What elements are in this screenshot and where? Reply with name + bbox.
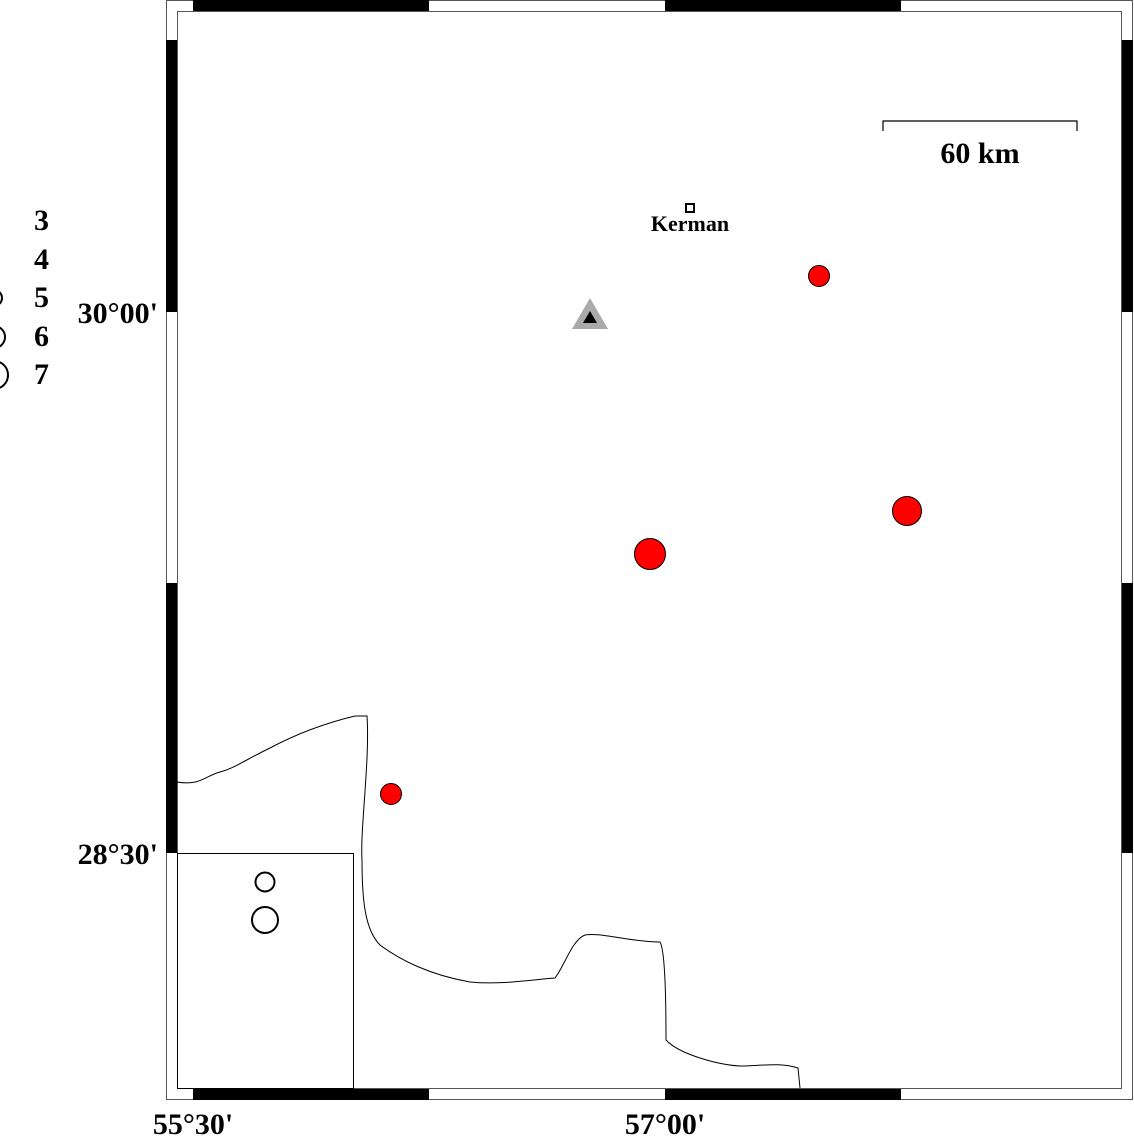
city-square-icon bbox=[685, 203, 695, 213]
map-frame bbox=[166, 0, 1133, 1100]
legend-mag-6: 6 bbox=[34, 320, 49, 353]
x-tick-label: 57°00' bbox=[625, 1108, 705, 1138]
city-label: Kerman bbox=[651, 211, 729, 236]
province-boundary bbox=[176, 715, 801, 1089]
legend-mag-7: 7 bbox=[34, 358, 49, 391]
scale-bar-label: 60 km bbox=[940, 137, 1019, 170]
inset-legend-circle-icon bbox=[254, 871, 276, 893]
earthquake-event[interactable] bbox=[892, 496, 922, 526]
station-inner-triangle-icon bbox=[583, 311, 597, 323]
x-tick-label: 55°30' bbox=[153, 1108, 233, 1138]
earthquake-event[interactable] bbox=[634, 538, 666, 570]
legend-circle-icon bbox=[0, 291, 3, 305]
scale-bar: 60 km bbox=[882, 120, 1078, 170]
legend-circle-icon bbox=[0, 326, 6, 348]
legend-mag-5: 5 bbox=[34, 281, 49, 314]
legend-mag-3: 3 bbox=[34, 204, 49, 237]
legend-circle-icon bbox=[0, 361, 9, 389]
y-tick-label: 28°30' bbox=[78, 838, 158, 871]
earthquake-event[interactable] bbox=[380, 783, 402, 805]
earthquake-event[interactable] bbox=[808, 265, 830, 287]
inset-legend-circle-icon bbox=[251, 906, 279, 934]
magnitude-legend: 3 4 5 6 7 bbox=[0, 204, 49, 391]
inset-box bbox=[177, 853, 354, 1089]
y-tick-label: 30°00' bbox=[78, 297, 158, 330]
legend-mag-4: 4 bbox=[34, 243, 49, 276]
